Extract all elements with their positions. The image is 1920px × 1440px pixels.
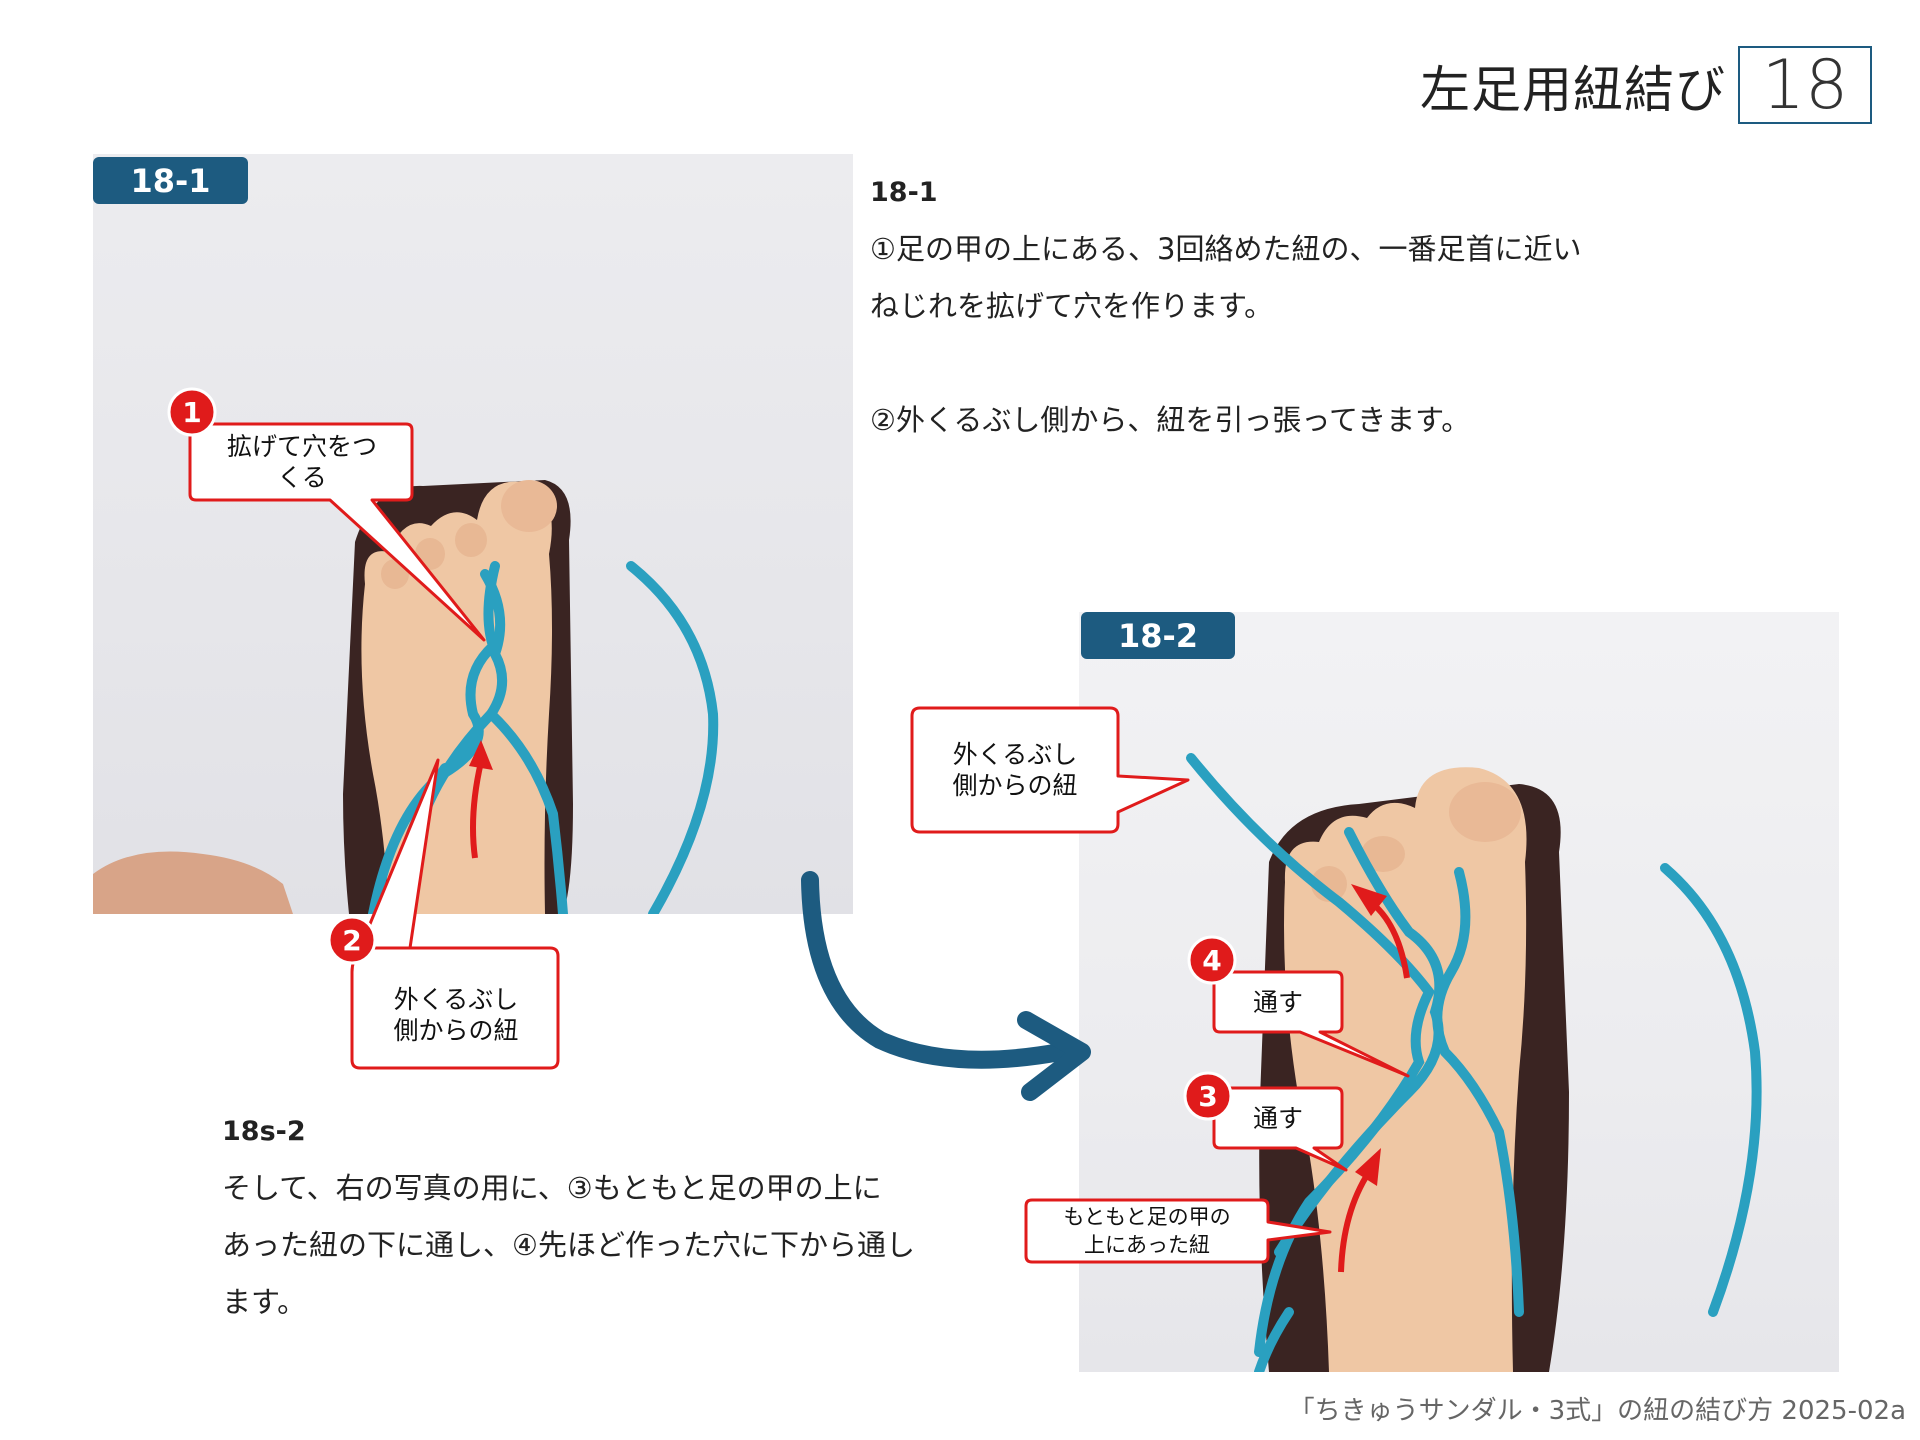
callout-3-line-1: 外くるぶし [952, 740, 1078, 769]
callout-6: もともと足の甲の 上にあった紐 [1028, 1202, 1266, 1260]
photo-step-18-1 [93, 154, 853, 914]
callout-2: 外くるぶし 側からの紐 [356, 970, 556, 1060]
callout-6-line-2: 上にあった紐 [1084, 1233, 1210, 1257]
transition-arrow-icon [801, 871, 1091, 1101]
page-number: 18 [1738, 46, 1872, 125]
svg-text:4: 4 [1202, 944, 1221, 977]
foot-illustration-2 [1186, 753, 1762, 1372]
instructions-18-1-line-2: ねじれを拡げて穴を作ります。 [870, 289, 1274, 323]
badge-3: 3 [1183, 1071, 1233, 1121]
instructions-18-1: 18-1 ①足の甲の上にある、3回絡めた紐の、一番足首に近い ねじれを拡げて穴を… [870, 164, 1770, 449]
callout-3: 外くるぶし 側からの紐 [914, 712, 1116, 828]
svg-text:2: 2 [342, 924, 361, 957]
callout-2-line-1: 外くるぶし [393, 985, 519, 1014]
callout-3-line-2: 側からの紐 [952, 771, 1078, 800]
callout-1: 拡げて穴をつ くる [196, 428, 408, 496]
instructions-18s-2-line-1: そして、右の写真の用に、③もともと足の甲の上に [222, 1171, 882, 1205]
spacer [870, 335, 1770, 392]
badge-2: 2 [327, 915, 377, 965]
instructions-18s-2: 18s-2 そして、右の写真の用に、③もともと足の甲の上に あった紐の下に通し、… [222, 1103, 1022, 1331]
badge-4: 4 [1187, 935, 1237, 985]
callout-4: 通す [1252, 987, 1303, 1017]
step-tag-18-1: 18-1 [93, 157, 248, 204]
callout-1-line-2: くる [277, 463, 327, 492]
instructions-18-1-line-1: ①足の甲の上にある、3回絡めた紐の、一番足首に近い [870, 232, 1582, 266]
badge-1: 1 [167, 387, 217, 437]
svg-text:1: 1 [182, 396, 201, 429]
instructions-18-1-heading: 18-1 [870, 177, 938, 208]
instructions-18s-2-heading: 18s-2 [222, 1116, 306, 1147]
callout-2-line-2: 側からの紐 [393, 1016, 519, 1045]
step-tag-18-2: 18-2 [1081, 612, 1235, 659]
instructions-18s-2-line-2: あった紐の下に通し、④先ほど作った穴に下から通し [222, 1228, 915, 1262]
callout-1-line-1: 拡げて穴をつ [226, 432, 377, 461]
foot-illustration-1 [93, 480, 719, 914]
callout-5: 通す [1252, 1103, 1303, 1133]
svg-text:3: 3 [1198, 1080, 1217, 1113]
instructions-18-1-line-3: ②外くるぶし側から、紐を引っ張ってきます。 [870, 403, 1471, 437]
photo-step-18-2 [1079, 612, 1839, 1372]
footer-credit: 「ちきゅうサンダル・3式」の紐の結び方 2025-02a [1288, 1396, 1906, 1426]
page-title: 左足用紐結び [1420, 61, 1726, 119]
instructions-18s-2-line-3: ます。 [222, 1285, 307, 1319]
callout-6-line-1: もともと足の甲の [1063, 1205, 1231, 1229]
